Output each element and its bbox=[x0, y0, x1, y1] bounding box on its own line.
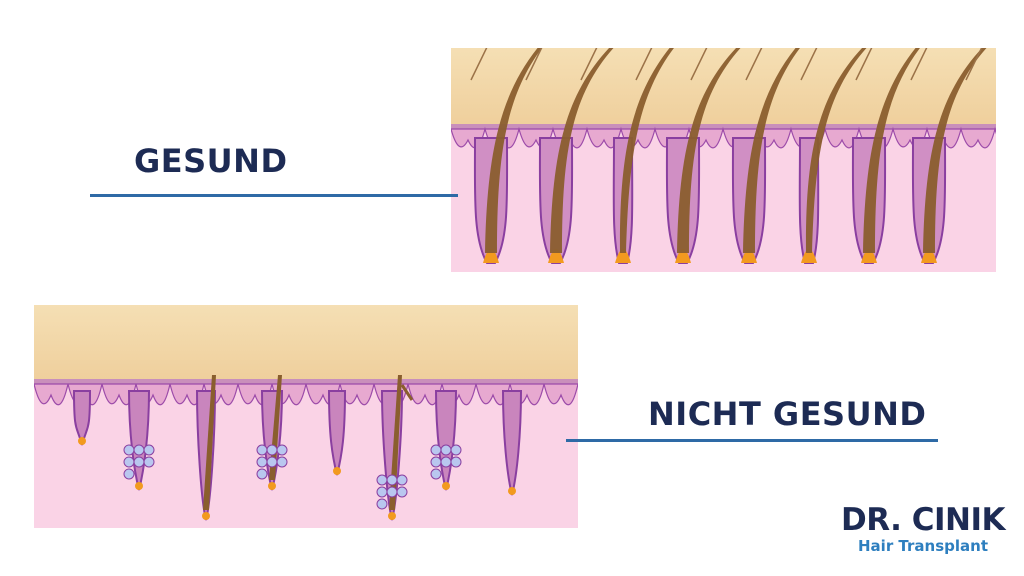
inflammation-cell bbox=[276, 456, 288, 468]
inflammation-cell bbox=[133, 444, 145, 456]
inflammation-cell bbox=[123, 468, 135, 480]
inflammation-cell bbox=[123, 456, 135, 468]
inflammation-cell bbox=[450, 456, 462, 468]
follicle-bulb bbox=[388, 512, 396, 520]
follicle-bulb bbox=[442, 482, 450, 490]
thin-hair-shaft bbox=[203, 375, 216, 510]
surface-hair bbox=[580, 48, 598, 81]
broken-hair bbox=[400, 384, 414, 401]
hair-shaft bbox=[677, 48, 741, 253]
follicle-bulb bbox=[78, 437, 86, 445]
surface-hair bbox=[525, 48, 543, 81]
healthy-scalp-illustration bbox=[451, 48, 996, 272]
follicle-bulb bbox=[508, 487, 516, 495]
surface-hair bbox=[965, 48, 983, 81]
epidermis-layer bbox=[34, 305, 578, 381]
inflammation-cell bbox=[143, 444, 155, 456]
epidermis-layer bbox=[451, 48, 996, 126]
logo-brand-name: DR. CINIK bbox=[840, 502, 1006, 538]
inflammation-cell bbox=[276, 444, 288, 456]
hair-shaft bbox=[485, 48, 542, 253]
follicle-bulb bbox=[801, 249, 817, 263]
hair-shaft bbox=[550, 48, 614, 253]
inflammation-cell bbox=[430, 468, 442, 480]
follicle-bulb bbox=[333, 467, 341, 475]
healthy-scalp-svg bbox=[451, 48, 996, 272]
inflammation-cell bbox=[386, 486, 398, 498]
inflammation-cell bbox=[430, 444, 442, 456]
inflammation-cell bbox=[256, 468, 268, 480]
inflammation-cell bbox=[376, 486, 388, 498]
follicle-bulb bbox=[135, 482, 143, 490]
healthy-label: GESUND bbox=[134, 142, 288, 180]
inflammation-cell bbox=[430, 456, 442, 468]
hair-shaft bbox=[619, 48, 674, 253]
skin-boundary bbox=[34, 379, 578, 384]
inflammation-cell bbox=[143, 456, 155, 468]
surface-hair bbox=[855, 48, 873, 81]
surface-hair bbox=[910, 48, 928, 81]
hair-shaft bbox=[923, 48, 987, 253]
follicle-bulb bbox=[202, 512, 210, 520]
surface-hair bbox=[470, 48, 488, 81]
unhealthy-label: NICHT GESUND bbox=[648, 395, 927, 433]
inflammation-cell bbox=[440, 444, 452, 456]
hair-shaft bbox=[863, 48, 920, 253]
follicle-bulb bbox=[615, 249, 631, 263]
unhealthy-leader-line bbox=[566, 439, 938, 442]
inflammation-cell bbox=[450, 444, 462, 456]
surface-hair bbox=[800, 48, 818, 81]
unhealthy-scalp-illustration bbox=[34, 305, 578, 528]
inflammation-cell bbox=[123, 444, 135, 456]
inflammation-cell bbox=[396, 486, 408, 498]
inflammation-cell bbox=[133, 456, 145, 468]
inflammation-cell bbox=[396, 474, 408, 486]
follicle-bulb bbox=[268, 482, 276, 490]
inflammation-cell bbox=[386, 474, 398, 486]
brand-logo: DR. CINIK Hair Transplant bbox=[838, 503, 1008, 555]
inflammation-cell bbox=[256, 444, 268, 456]
inflammation-cell bbox=[266, 456, 278, 468]
surface-hair bbox=[635, 48, 653, 81]
inflammation-cell bbox=[256, 456, 268, 468]
surface-hair bbox=[690, 48, 708, 81]
skin-boundary bbox=[451, 124, 996, 129]
surface-hair bbox=[745, 48, 763, 81]
inflammation-cell bbox=[376, 474, 388, 486]
inflammation-cell bbox=[266, 444, 278, 456]
hair-shaft bbox=[805, 48, 867, 253]
hair-shaft bbox=[743, 48, 800, 253]
inflammation-cell bbox=[440, 456, 452, 468]
healthy-leader-line bbox=[90, 194, 458, 197]
inflammation-cell bbox=[376, 498, 388, 510]
logo-tagline: Hair Transplant bbox=[858, 537, 988, 555]
unhealthy-scalp-svg bbox=[34, 305, 578, 528]
